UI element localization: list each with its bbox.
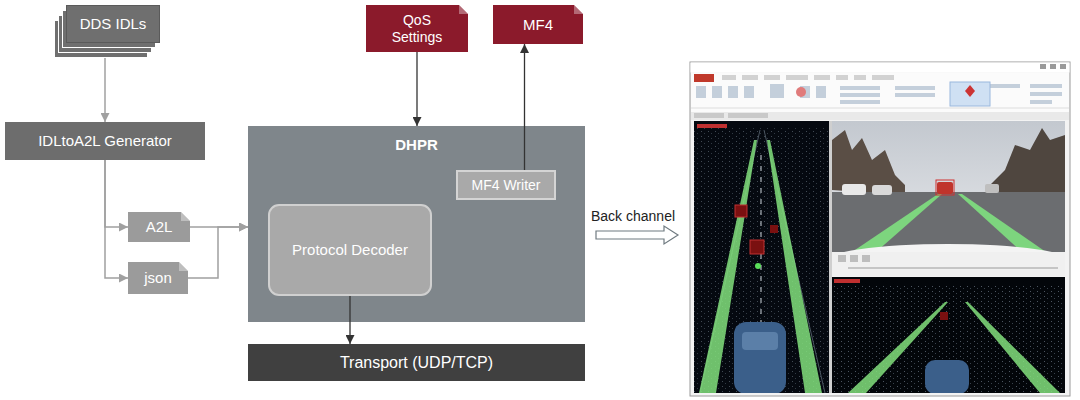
node-label: MF4 Writer [472, 177, 541, 194]
node-label: A2L [146, 218, 173, 236]
channel-label: Back channel [591, 208, 675, 224]
node-label: DDS IDLs [80, 15, 147, 33]
node-label: DHPR [395, 136, 438, 154]
process-box: Protocol Decoder [268, 204, 432, 296]
connector-arrow [416, 52, 417, 126]
node-label: Transport (UDP/TCP) [340, 353, 493, 372]
container-box: DHPR MF4 WriterProtocol Decoder [248, 126, 585, 322]
node-label: Protocol Decoder [292, 241, 408, 259]
connector-arrow [349, 296, 350, 344]
file-box: json [128, 262, 188, 294]
output-file-box: MF4 [493, 5, 583, 44]
connector-arrow [104, 58, 106, 122]
connector-arrow [105, 160, 128, 227]
software-screenshot [690, 62, 1073, 396]
connector-arrow [105, 160, 128, 278]
back-channel-arrow [596, 226, 678, 244]
node-label: MF4 [523, 16, 553, 34]
process-box: IDLtoA2L Generator [5, 122, 205, 160]
connector-arrow [188, 227, 248, 278]
file-box: A2L [128, 212, 190, 242]
node-label: json [144, 269, 172, 287]
stacked-file-box: DDS IDLs [66, 5, 160, 43]
free-label-holder: Back channel [591, 207, 675, 225]
settings-box: QoS Settings [366, 5, 468, 52]
transport-band: Transport (UDP/TCP) [248, 344, 585, 381]
connector-arrow [524, 44, 525, 170]
process-box: MF4 Writer [456, 170, 556, 200]
node-label: IDLtoA2L Generator [38, 132, 172, 150]
node-label: QoS Settings [384, 12, 450, 46]
